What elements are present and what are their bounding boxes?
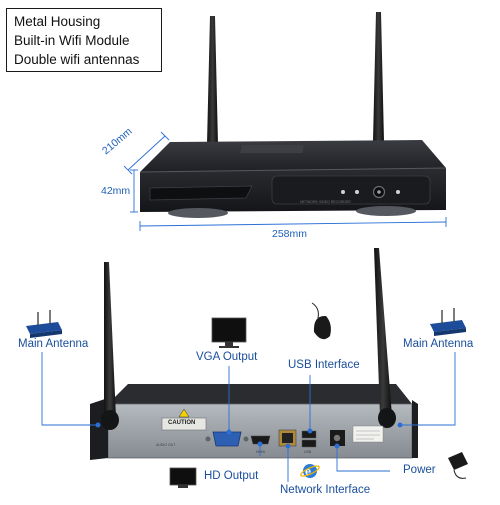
caution-label: CAUTION — [168, 420, 196, 426]
feature-item: Built-in Wifi Module — [14, 33, 130, 48]
nvr-front-view: NETWORK VIDEO RECORDER — [139, 12, 447, 218]
svg-text:HDMI: HDMI — [256, 450, 265, 454]
leader-lines — [41, 352, 456, 482]
foot-right — [356, 206, 416, 216]
antenna-left-rear — [104, 262, 116, 418]
svg-text:NETWORK VIDEO RECORDER: NETWORK VIDEO RECORDER — [300, 200, 351, 204]
svg-text:USB: USB — [304, 450, 312, 454]
vga-port — [205, 431, 249, 447]
label-vga-output: VGA Output — [196, 351, 258, 363]
antenna-right-top — [373, 12, 384, 142]
router-icon-left — [26, 310, 62, 338]
dimension-lines — [123, 131, 447, 231]
dimension-height: 42mm — [101, 185, 131, 197]
router-icon-right — [430, 308, 466, 336]
monitor-icon — [211, 317, 247, 348]
svg-text:e: e — [305, 466, 311, 478]
device-top-surface — [140, 140, 446, 172]
antenna-left-top — [207, 16, 218, 145]
hdmi-port — [250, 435, 271, 445]
label-main-antenna-right: Main Antenna — [403, 338, 474, 350]
mouse-icon — [311, 302, 331, 340]
browser-icon: e — [300, 464, 320, 478]
rear-top-surface — [108, 384, 412, 404]
feature-item: Metal Housing — [14, 14, 101, 29]
antenna-right-rear — [374, 248, 392, 416]
caution-plate — [161, 417, 207, 431]
svg-text:AUDIO OUT: AUDIO OUT — [156, 443, 176, 447]
foot-left — [168, 208, 228, 218]
label-network-interface: Network Interface — [280, 484, 371, 496]
tv-icon — [169, 467, 197, 488]
label-hd-output: HD Output — [204, 470, 259, 482]
label-usb-interface: USB Interface — [288, 359, 360, 371]
feature-item: Double wifi antennas — [14, 52, 140, 67]
label-main-antenna-left: Main Antenna — [18, 338, 89, 350]
feature-list-box: Metal Housing Built-in Wifi Module Doubl… — [6, 8, 162, 72]
label-power: Power — [403, 464, 436, 476]
power-adapter-icon — [448, 452, 468, 479]
dimension-width: 258mm — [272, 228, 308, 240]
